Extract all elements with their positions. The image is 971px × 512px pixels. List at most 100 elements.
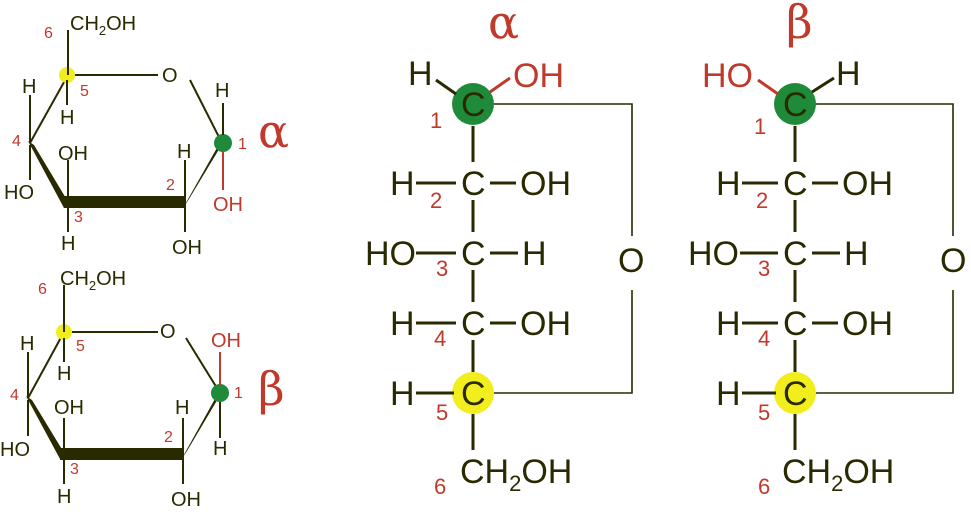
c3-ho: HO [688,235,739,273]
c3-oh: OH [54,397,84,419]
c2-h: H [177,141,191,163]
alpha-label: α [488,0,519,49]
num-1: 1 [430,108,442,133]
bond-c3-c2 [64,196,186,208]
num-2: 2 [756,188,768,213]
num-1: 1 [234,385,243,402]
c4-oh: OH [842,305,893,343]
c1-h: H [836,55,861,93]
c6-ch2oh: CH2OH [460,453,572,496]
num-5: 5 [758,400,770,425]
num-2: 2 [164,429,173,446]
c4-oh: OH [520,305,571,343]
c2-carbon: C [461,165,486,203]
c2-h: H [390,165,415,203]
num-5: 5 [436,400,448,425]
c3-carbon: C [783,235,808,273]
fischer-beta: β O C HO H 1 C H OH 2 C HO H 3 C H OH 4 [688,0,966,499]
bond-c4-c3 [26,396,66,459]
c2-h: H [716,165,741,203]
c2-oh: OH [520,165,571,203]
c1-oh: OH [213,194,243,216]
c1-h: H [213,438,227,460]
num-3: 3 [436,256,448,281]
c5-h: H [60,107,74,129]
c1-carbon: C [461,86,486,124]
bond-c2-c1 [183,141,224,208]
c4-ho: HO [0,439,30,461]
num-4: 4 [12,133,21,150]
num-6: 6 [434,474,446,499]
c5-h: H [57,363,71,385]
num-3: 3 [74,209,83,226]
c1-oh: OH [513,57,564,95]
ring-bond-upper [812,103,954,236]
ring-oxygen: O [940,242,966,280]
c3-oh: OH [58,143,88,165]
num-2: 2 [166,177,175,194]
c1-highlight [211,384,229,402]
c1-carbon: C [783,86,808,124]
bond-o-c1 [185,337,221,394]
c2-oh: OH [172,237,202,259]
c1-oh: HO [702,57,753,95]
ring-oxygen: O [160,321,176,343]
bond-c1-oh [757,78,779,96]
num-4: 4 [10,387,19,404]
ring-bond-lower [494,290,633,394]
num-3: 3 [758,256,770,281]
alpha-label: α [258,104,289,158]
num-1: 1 [754,114,766,139]
bond-c1-h [811,76,835,94]
ring-oxygen: O [162,65,178,87]
c6-ch2oh: CH2OH [782,453,894,496]
c4-h: H [22,76,36,98]
c5-h: H [390,375,415,413]
c4-h: H [20,333,34,355]
c5-highlight [774,372,816,414]
haworth-beta: CH2OH 6 5 H O OH 1 H β H 4 HO OH 3 H H 2… [0,268,285,511]
c2-oh: OH [842,165,893,203]
c4-h: H [716,305,741,343]
num-4: 4 [758,326,770,351]
c6-ch2oh: CH2OH [60,268,126,293]
c2-oh: OH [171,489,201,511]
c3-carbon: C [461,235,486,273]
num-2: 2 [430,188,442,213]
ring-bond-upper [488,103,633,236]
c5-highlight [452,372,494,414]
bond-c4-c3 [28,141,70,208]
c3-h: H [61,233,75,255]
c5-carbon: C [461,375,486,413]
c4-carbon: C [461,305,486,343]
bond-c3-c2 [60,448,184,460]
bond-c2-c1 [181,392,222,460]
num-5: 5 [80,83,89,100]
num-6: 6 [758,474,770,499]
num-5: 5 [76,338,85,355]
c3-h: H [57,486,71,508]
beta-label: β [786,0,813,49]
c1-h: H [215,80,229,102]
num-3: 3 [70,461,79,478]
c5-carbon: C [783,375,808,413]
c3-h: H [844,235,869,273]
ring-bond-lower [816,290,954,394]
c4-ho: HO [4,182,34,204]
c1-oh: OH [211,330,241,352]
bond-c1-h [435,78,457,96]
ring-oxygen: O [618,242,644,280]
fischer-alpha: α O C H OH 1 C H OH 2 C HO H 3 C H OH [365,0,644,499]
c2-carbon: C [783,165,808,203]
c1-h: H [408,55,433,93]
haworth-alpha: CH2OH 6 5 H O H 1 OH α H 4 HO OH 3 H H 2… [4,13,289,259]
c5-h: H [716,375,741,413]
bond-c1-oh [489,76,511,94]
c1-highlight [214,134,232,152]
bond-c5-c4 [29,74,69,144]
c3-ho: HO [365,235,416,273]
num-6: 6 [38,281,47,298]
c4-h: H [390,305,415,343]
